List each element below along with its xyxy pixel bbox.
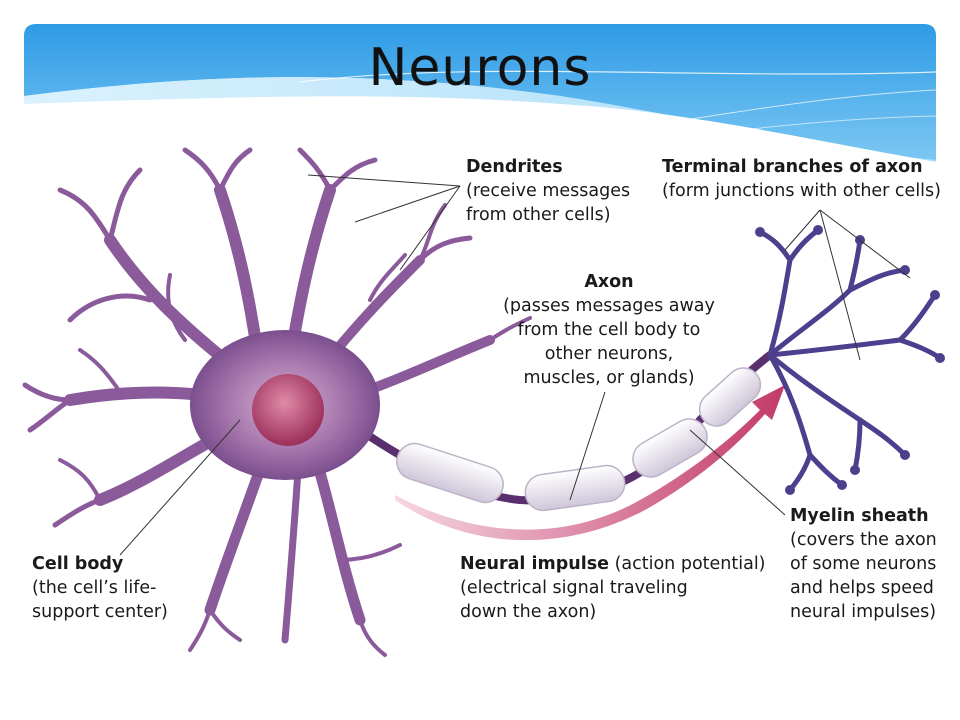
neural-impulse-label: Neural impulse (action potential) (elect…	[460, 552, 766, 624]
neural-impulse-arrow	[395, 385, 785, 541]
cell-body-label: Cell body (the cell’s life- support cent…	[32, 552, 168, 624]
slide-title: Neurons	[368, 38, 592, 98]
myelin-line-2: of some neurons	[790, 554, 937, 574]
leader-lines	[119, 174, 911, 556]
myelin-title: Myelin sheath	[790, 506, 929, 526]
impulse-suffix: (action potential)	[609, 554, 766, 574]
nucleus	[252, 374, 324, 446]
axon-label: Axon (passes messages away from the cell…	[500, 270, 718, 390]
terminal-title: Terminal branches of axon	[662, 157, 923, 177]
myelin-line-3: and helps speed	[790, 578, 934, 598]
impulse-line-2: down the axon)	[460, 602, 597, 622]
impulse-title: Neural impulse	[460, 554, 610, 574]
myelin-sheath-label: Myelin sheath (covers the axon of some n…	[790, 504, 937, 624]
wave-banner	[24, 24, 937, 170]
axon-terminal-knobs	[755, 225, 945, 495]
axon-line-2: from the cell body to	[517, 320, 701, 340]
cellbody-title: Cell body	[32, 554, 124, 574]
axon-title: Axon	[584, 272, 634, 292]
impulse-line-1: (electrical signal traveling	[460, 578, 688, 598]
dendrites-label: Dendrites (receive messages from other c…	[466, 155, 630, 227]
dendrites-line-1: (receive messages	[466, 181, 631, 201]
myelin-line-4: neural impulses)	[790, 602, 937, 622]
cellbody-line-2: support center)	[32, 602, 168, 622]
terminal-branches-label: Terminal branches of axon (form junction…	[662, 155, 941, 203]
terminal-branches	[757, 227, 943, 493]
axon-line-4: muscles, or glands)	[523, 368, 695, 388]
dendrites-line-2: from other cells)	[466, 205, 611, 225]
axon-line-3: other neurons,	[544, 344, 674, 364]
dendrites-title: Dendrites	[466, 157, 563, 177]
myelin-line-1: (covers the axon	[790, 530, 937, 550]
myelin-sheath-segments	[396, 367, 762, 512]
terminal-line-1: (form junctions with other cells)	[662, 181, 941, 201]
axon-line-1: (passes messages away	[503, 296, 715, 316]
cellbody-line-1: (the cell’s life-	[32, 578, 157, 598]
